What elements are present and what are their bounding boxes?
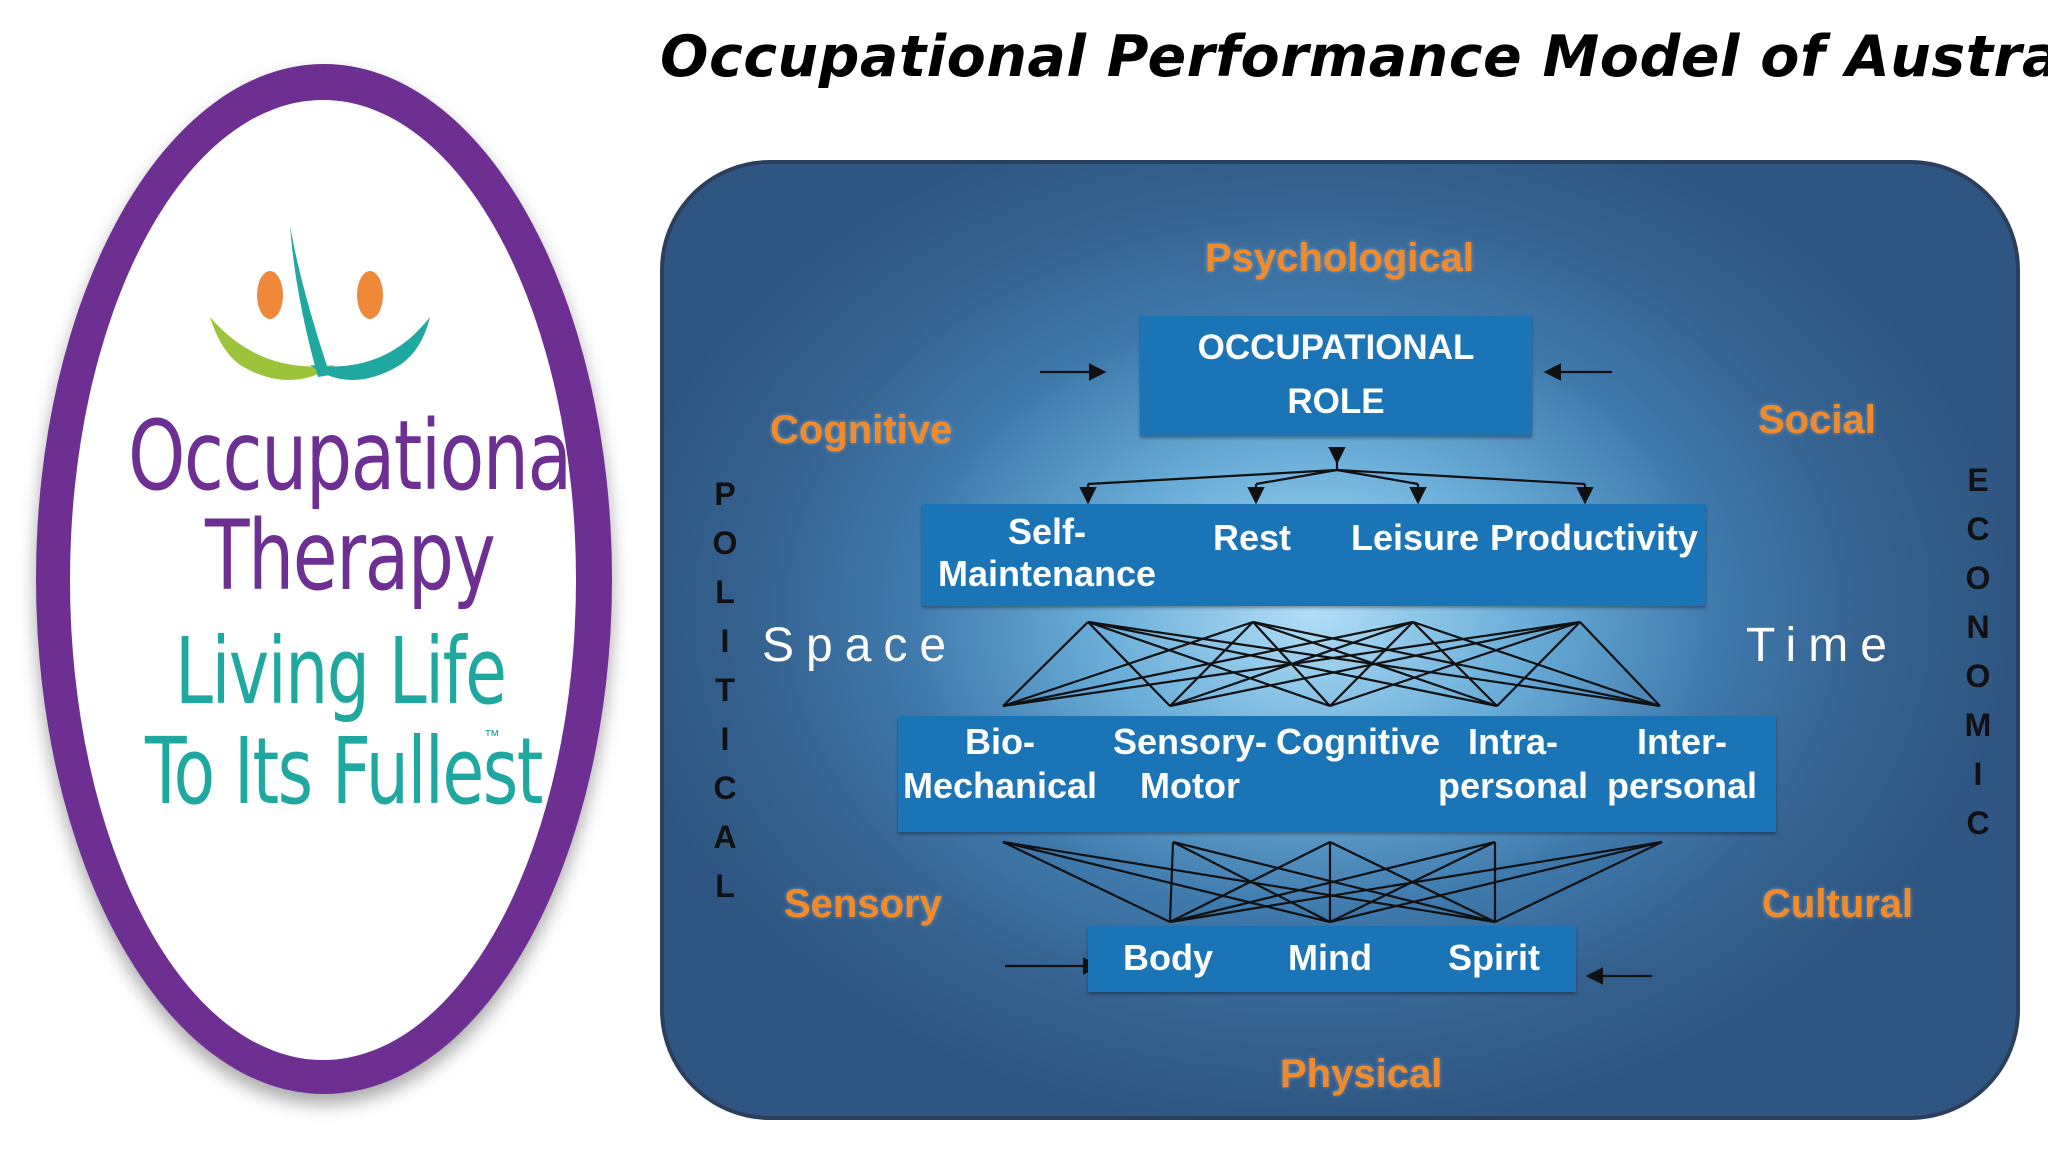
area-self-maintenance-line1: Self- [1007,511,1086,552]
logo-text-therapy: Therapy [205,500,496,612]
logo-inner-circle [70,100,576,1060]
economic-letter: I [1973,756,1983,792]
label-cultural: Cultural [1762,882,1914,926]
label-social: Social [1758,398,1876,442]
political-letter: C [713,770,737,806]
political-letter: L [715,574,735,610]
label-psychological: Psychological [1205,236,1474,280]
component-cognitive: Cognitive [1276,721,1441,762]
area-self-maintenance-line2: Maintenance [937,553,1157,594]
political-letter: I [720,721,730,757]
component-intrapersonal-line1: Intra- [1468,721,1558,762]
economic-letter: M [1964,707,1992,743]
core-body: Body [1123,937,1213,978]
label-physical: Physical [1280,1052,1443,1096]
page-title: Occupational Performance Model of Austra… [660,24,2048,90]
economic-letter: O [1965,560,1991,596]
component-interpersonal-line1: Inter- [1637,721,1727,762]
performance-components-box: Bio- Mechanical Sensory- Motor Cognitive… [898,716,1776,832]
political-letter: T [715,672,735,708]
economic-letter: C [1966,805,1990,841]
label-time: Time [1746,619,1899,672]
label-political: P O L I T I C A L [705,470,745,911]
component-sensory-motor-line1: Sensory- [1112,721,1268,762]
occupational-therapy-logo: Occupational Therapy Living Life To Its … [0,0,640,1152]
political-letter: L [715,868,735,904]
economic-letter: N [1966,609,1990,645]
area-productivity: Productivity [1489,517,1699,558]
label-cognitive: Cognitive [770,408,953,452]
logo-tagline-line1: Living Life [175,618,507,725]
two-figures-icon [210,225,430,380]
component-interpersonal-line2: personal [1606,765,1758,806]
occupational-role-line1: OCCUPATIONAL [1197,328,1475,367]
political-letter: I [720,623,730,659]
component-sensory-motor-line2: Motor [1140,765,1240,806]
component-biomechanical-line1: Bio- [965,721,1035,762]
core-elements-box: Body Mind Spirit [1088,926,1576,992]
area-leisure: Leisure [1350,517,1480,558]
logo-text-occupational: Occupational [128,400,591,512]
label-economic: E C O N O M I C [1958,456,1998,848]
component-biomechanical-line2: Mechanical [902,765,1098,806]
occupational-role-line2: ROLE [1287,382,1385,421]
trademark-symbol: ™ [484,728,500,745]
core-spirit: Spirit [1447,937,1540,978]
political-letter: O [712,525,738,561]
political-letter: P [714,476,736,512]
occupational-role-box: OCCUPATIONAL ROLE [1140,316,1532,436]
label-sensory: Sensory [784,882,942,926]
component-intrapersonal-line2: personal [1438,765,1589,806]
label-space: Space [762,619,959,672]
logo-tagline-line2: To Its Fullest [145,718,543,825]
performance-areas-box: Self- Maintenance Rest Leisure Productiv… [922,504,1706,606]
core-mind: Mind [1288,937,1372,978]
economic-letter: O [1965,658,1991,694]
economic-letter: E [1967,462,1989,498]
economic-letter: C [1966,511,1990,547]
political-letter: A [713,819,737,855]
area-rest: Rest [1212,517,1292,558]
